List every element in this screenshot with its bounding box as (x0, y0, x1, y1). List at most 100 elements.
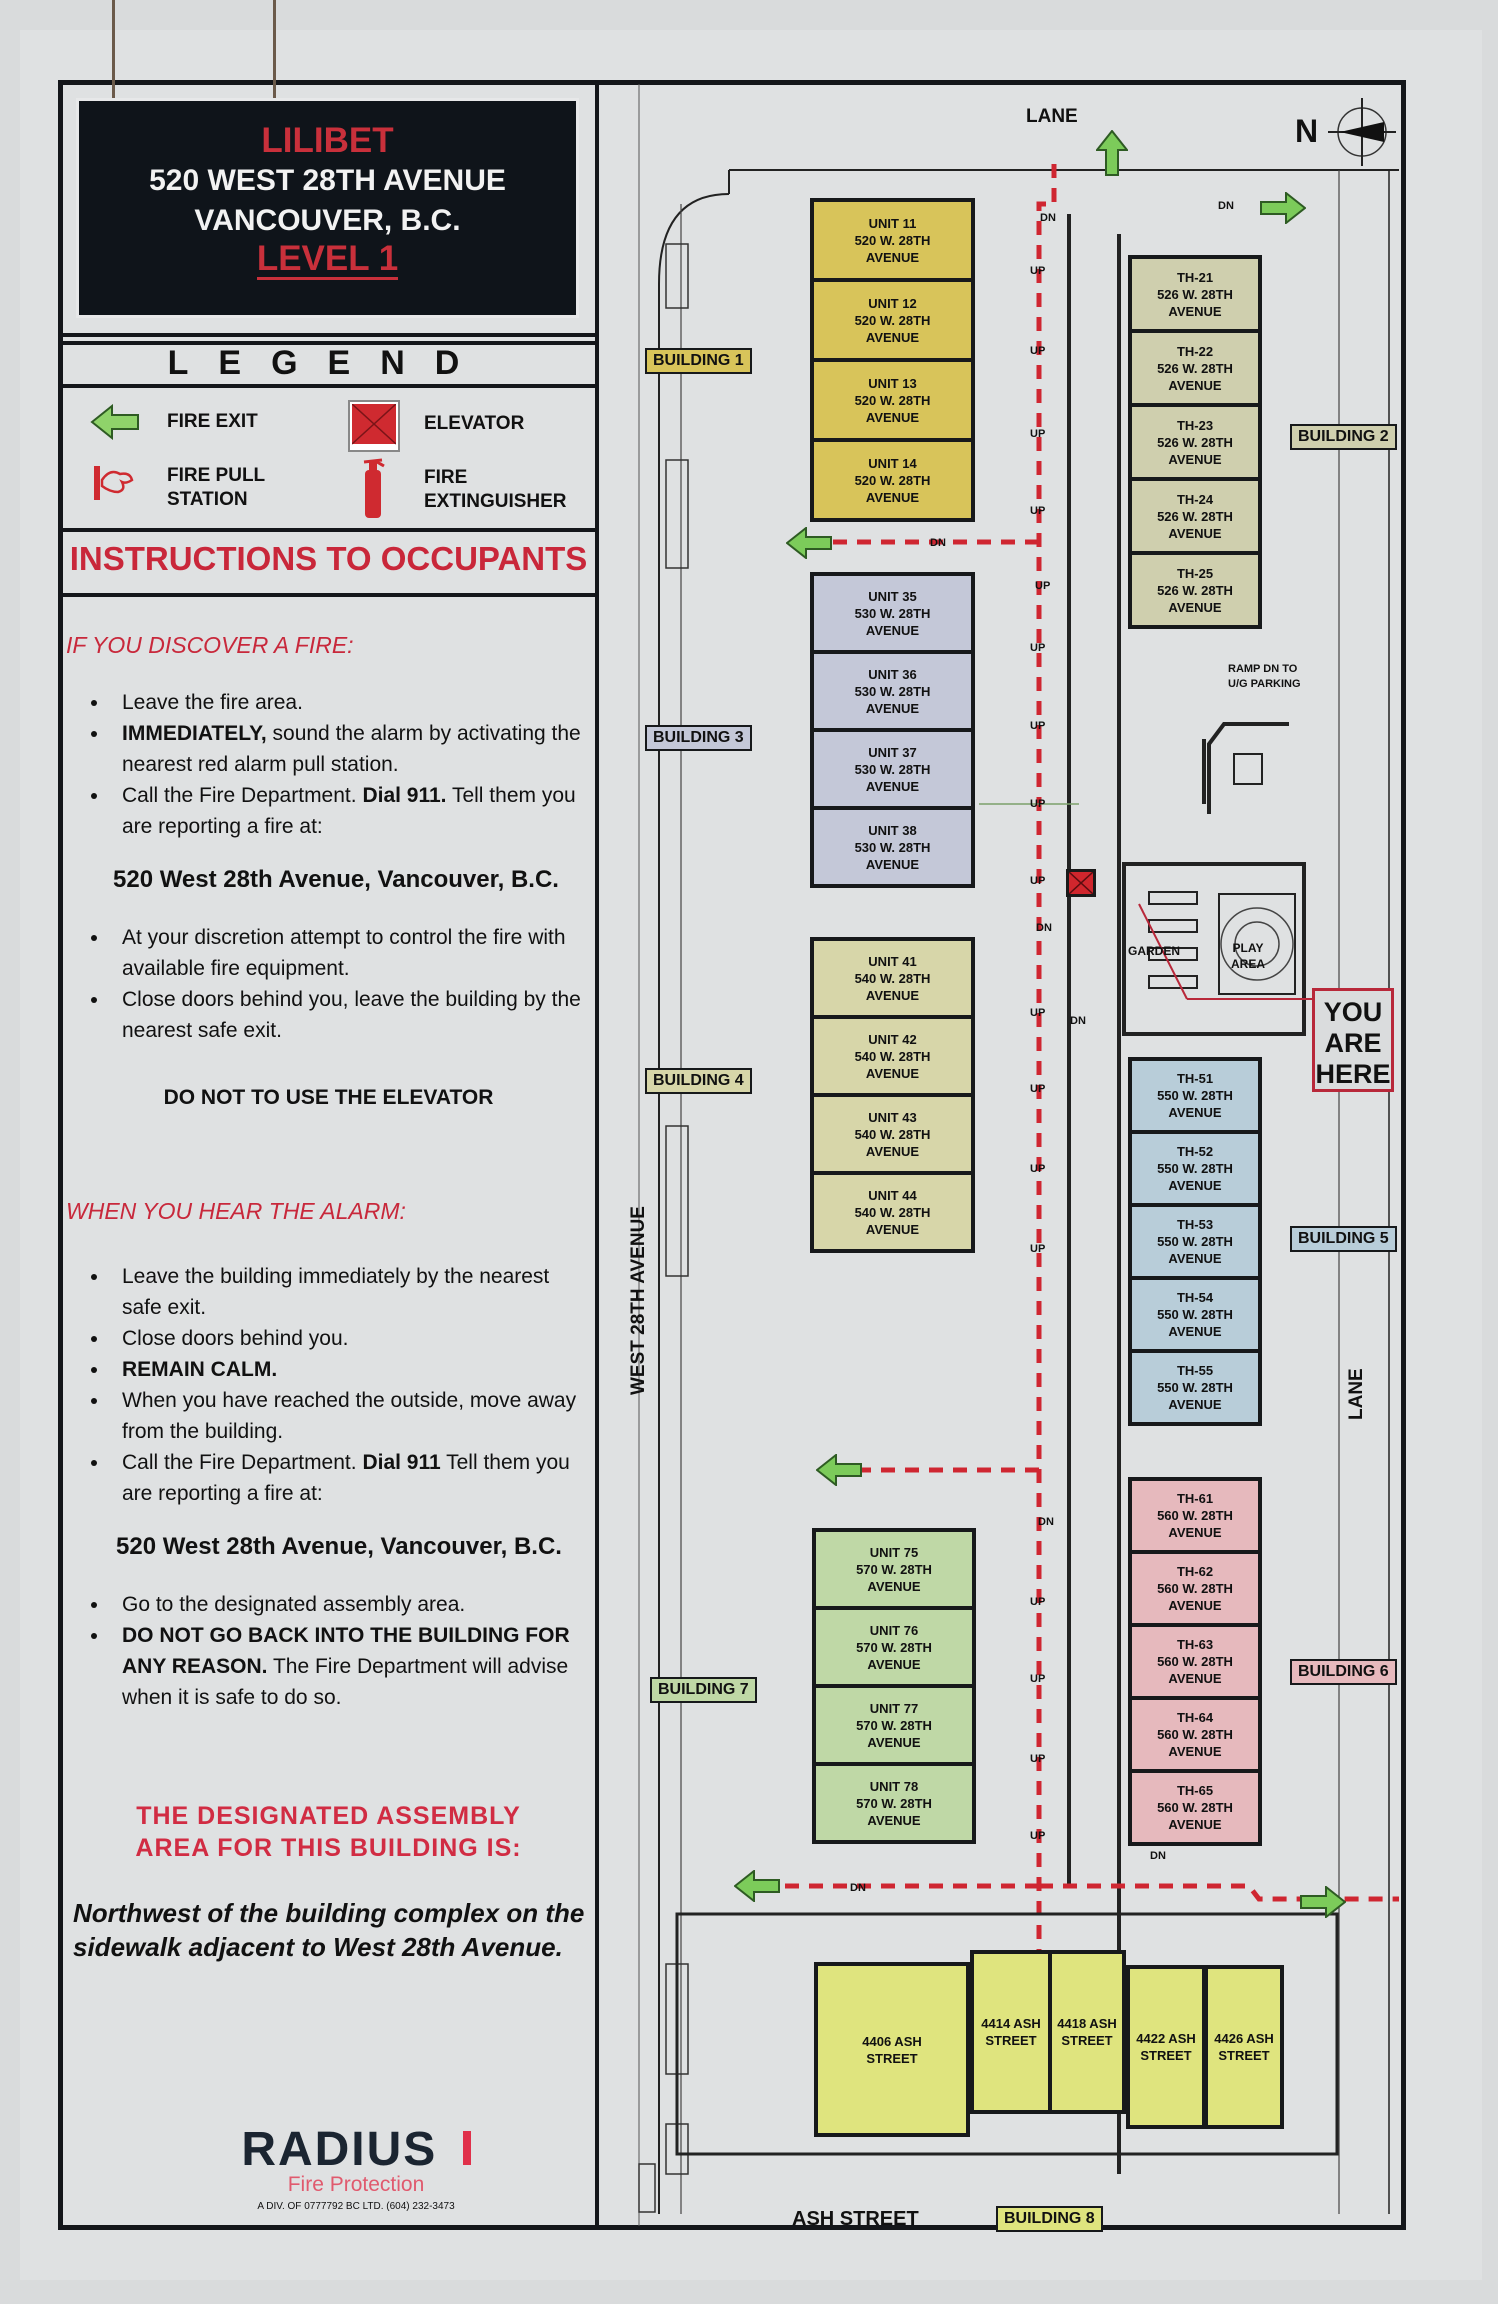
unit-label-line: UNIT 14 (868, 455, 917, 471)
item-bold: Dial 911 (362, 1451, 441, 1474)
company-tagline: Fire Protection (287, 2173, 425, 2196)
building-label-6: BUILDING 6 (1290, 1659, 1397, 1685)
logo-bar (462, 2131, 471, 2165)
compass-north-label: N (1295, 113, 1319, 149)
fire-exit-arrow-east-icon (1300, 1884, 1347, 1923)
item-text: sound the alarm by activating the neares… (122, 722, 581, 776)
unit-label-line: TH-25 (1176, 565, 1214, 581)
discover-list: Leave the fire area. IMMEDIATELY, sound … (66, 687, 591, 842)
unit-label-line: UNIT 78 (869, 1778, 919, 1794)
unit-label-line: AVENUE (1168, 451, 1222, 467)
unit-label-line: 526 W. 28TH (1157, 286, 1233, 302)
ramp-note: RAMP DN TO U/G PARKING (1228, 662, 1301, 692)
you-are-here-line3: HERE (1315, 1059, 1391, 1089)
unit-label-line: AVENUE (1168, 1324, 1222, 1339)
legend-extinguisher-label: FIRE EXTINGUISHER (424, 466, 567, 514)
fire-exit-arrow-east-icon (1260, 190, 1307, 229)
unit-label-line: 520 W. 28TH (854, 392, 931, 408)
alarm-item: Go to the designated assembly area. (110, 1589, 591, 1620)
unit-label-line: 526 W. 28TH (1157, 508, 1233, 524)
unit-label-line: UNIT 37 (868, 744, 917, 760)
unit-label-line: AVENUE (1168, 1671, 1222, 1686)
item-text: Call the Fire Department. (122, 784, 363, 807)
unit-label-line: 570 W. 28TH (856, 1795, 932, 1811)
item-text: The Fire Department will advise when it … (122, 1655, 569, 1709)
item-text: Go to the designated assembly area. (122, 1593, 466, 1616)
building-label-2: BUILDING 2 (1290, 424, 1397, 450)
stair-down-label: DN (1038, 1516, 1054, 1528)
fire-exit-arrow-west-icon (785, 525, 832, 564)
fire-exit-arrow-icon (90, 403, 140, 441)
stair-down-label: DN (1070, 1015, 1086, 1027)
unit-label-line: TH-65 (1176, 1783, 1214, 1798)
discover-item: IMMEDIATELY, sound the alarm by activati… (110, 718, 591, 780)
item-text: When you have reached the outside, move … (122, 1389, 577, 1443)
ramp-note-line1: RAMP DN TO (1228, 663, 1298, 675)
ramp-note-line2: U/G PARKING (1228, 678, 1301, 690)
unit-label-line: 540 W. 28TH (854, 1048, 931, 1064)
legend-extinguisher-line1: FIRE (424, 467, 468, 488)
stair-up-label: UP (1030, 798, 1046, 810)
fire-extinguisher-icon (360, 456, 386, 520)
item-bold: REMAIN CALM. (122, 1358, 278, 1381)
unit-label-line: STREET (1061, 2033, 1113, 2048)
unit-label-line: 560 W. 28TH (1157, 1727, 1233, 1742)
elevator-warning: DO NOT TO USE THE ELEVATOR (163, 1086, 494, 1109)
stair-up-label: UP (1030, 1243, 1046, 1255)
stair-up-label: UP (1035, 580, 1051, 592)
legend-title: LEGEND (167, 344, 490, 382)
stair-up-label: UP (1030, 1596, 1046, 1608)
discover-item: Call the Fire Department. Dial 911. Tell… (110, 780, 591, 842)
sign-frame (58, 80, 1406, 2230)
unit-label-line: AVENUE (865, 778, 920, 794)
stair-up-label: UP (1030, 1163, 1046, 1175)
unit-label-line: AVENUE (1168, 1251, 1222, 1266)
you-are-here-line2: ARE (1324, 1028, 1382, 1058)
unit-label-line: AVENUE (1168, 1178, 1222, 1193)
unit-label-line: AVENUE (1168, 599, 1222, 615)
unit-label-line: TH-23 (1176, 417, 1214, 433)
fire-pull-station-icon (92, 462, 136, 502)
unit-label-line: TH-22 (1176, 343, 1214, 359)
building-label-5: BUILDING 5 (1290, 1226, 1397, 1252)
unit-label-line: AVENUE (865, 409, 920, 425)
street-label-lane-east: LANE (1346, 1368, 1367, 1420)
unit-label-line: 520 W. 28TH (854, 472, 931, 488)
unit-label-line: 570 W. 28TH (856, 1717, 932, 1733)
stair-up-label: UP (1030, 1083, 1046, 1095)
unit-label-line: AVENUE (1168, 303, 1222, 319)
stair-down-label: DN (1040, 212, 1056, 224)
stair-down-label: DN (1036, 922, 1052, 934)
hanging-wire (112, 0, 115, 104)
unit-label-line: 4406 ASH (862, 2033, 922, 2049)
unit-label-line: AVENUE (1168, 1105, 1222, 1120)
discover-item: At your discretion attempt to control th… (110, 922, 591, 984)
company-fine-print: A DIV. OF 0777792 BC LTD. (604) 232-3473 (257, 2201, 455, 2212)
divider (62, 593, 595, 597)
item-bold: DO NOT GO BACK INTO THE BUILDING FOR ANY… (122, 1624, 570, 1678)
fire-exit-arrow-north-icon (1094, 129, 1130, 181)
unit-label-line: TH-55 (1176, 1363, 1214, 1378)
alarm-item: When you have reached the outside, move … (110, 1385, 591, 1447)
